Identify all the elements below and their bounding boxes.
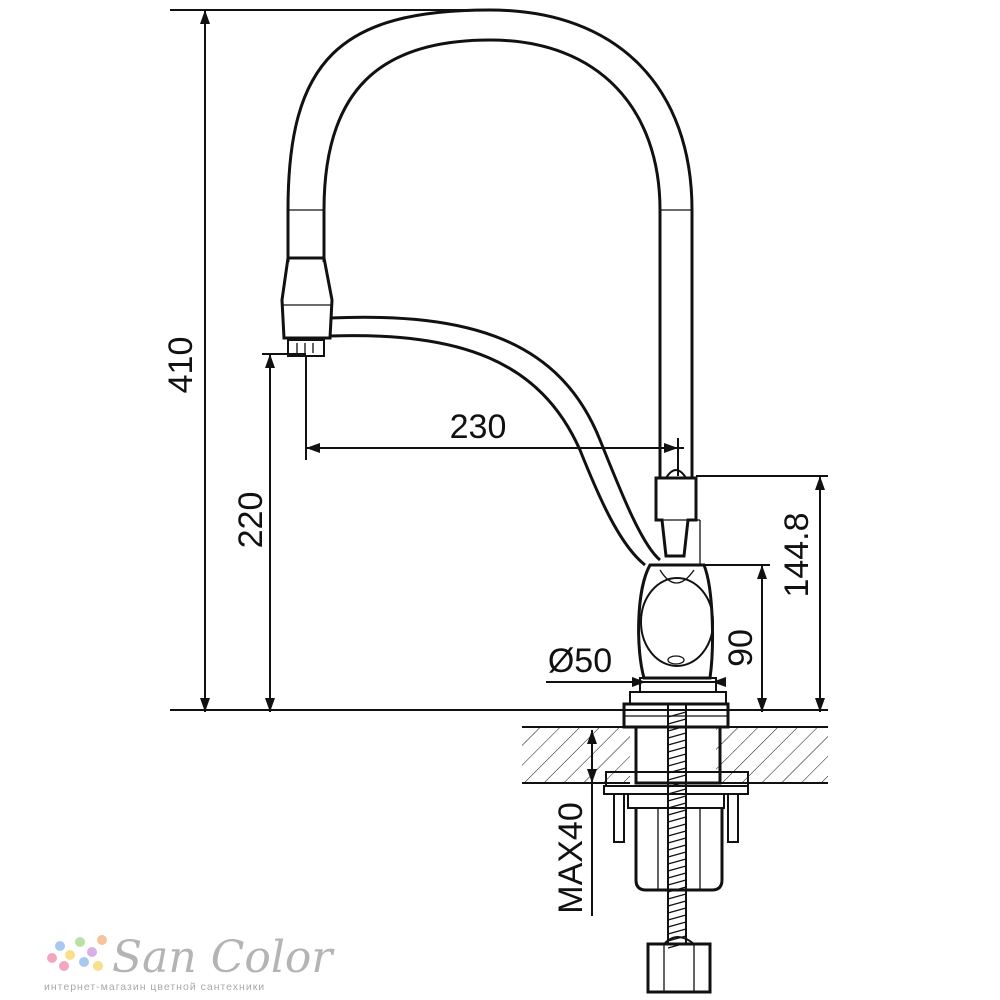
logo-dot bbox=[93, 961, 103, 971]
logo-tagline: интернет-магазин цветной сантехники bbox=[44, 981, 265, 993]
logo-dot bbox=[59, 961, 69, 971]
dim-spout-height: 220 bbox=[232, 492, 270, 549]
logo-dot bbox=[55, 941, 65, 951]
logo-dot bbox=[79, 957, 89, 967]
logo-dot bbox=[47, 953, 57, 963]
logo-name: San Color bbox=[112, 932, 335, 983]
dim-base-diameter: Ø50 bbox=[548, 642, 612, 680]
faucet-outline bbox=[280, 8, 730, 729]
logo-dot bbox=[75, 937, 85, 947]
dim-handle-height: 144.8 bbox=[778, 512, 816, 597]
dimension-lines bbox=[170, 9, 828, 916]
dim-total-height: 410 bbox=[162, 337, 200, 394]
dim-max-counter: MAX40 bbox=[552, 802, 590, 914]
sancolor-logo: San Color интернет-магазин цветной санте… bbox=[44, 932, 335, 993]
countertop-section bbox=[522, 726, 828, 784]
dim-reach: 230 bbox=[450, 408, 507, 446]
logo-dot bbox=[97, 935, 107, 945]
logo-dot bbox=[87, 947, 97, 957]
logo-dots-icon bbox=[47, 935, 107, 971]
dim-body-height: 90 bbox=[722, 629, 760, 667]
mounting-hardware bbox=[603, 703, 749, 994]
logo-dot bbox=[65, 950, 75, 960]
